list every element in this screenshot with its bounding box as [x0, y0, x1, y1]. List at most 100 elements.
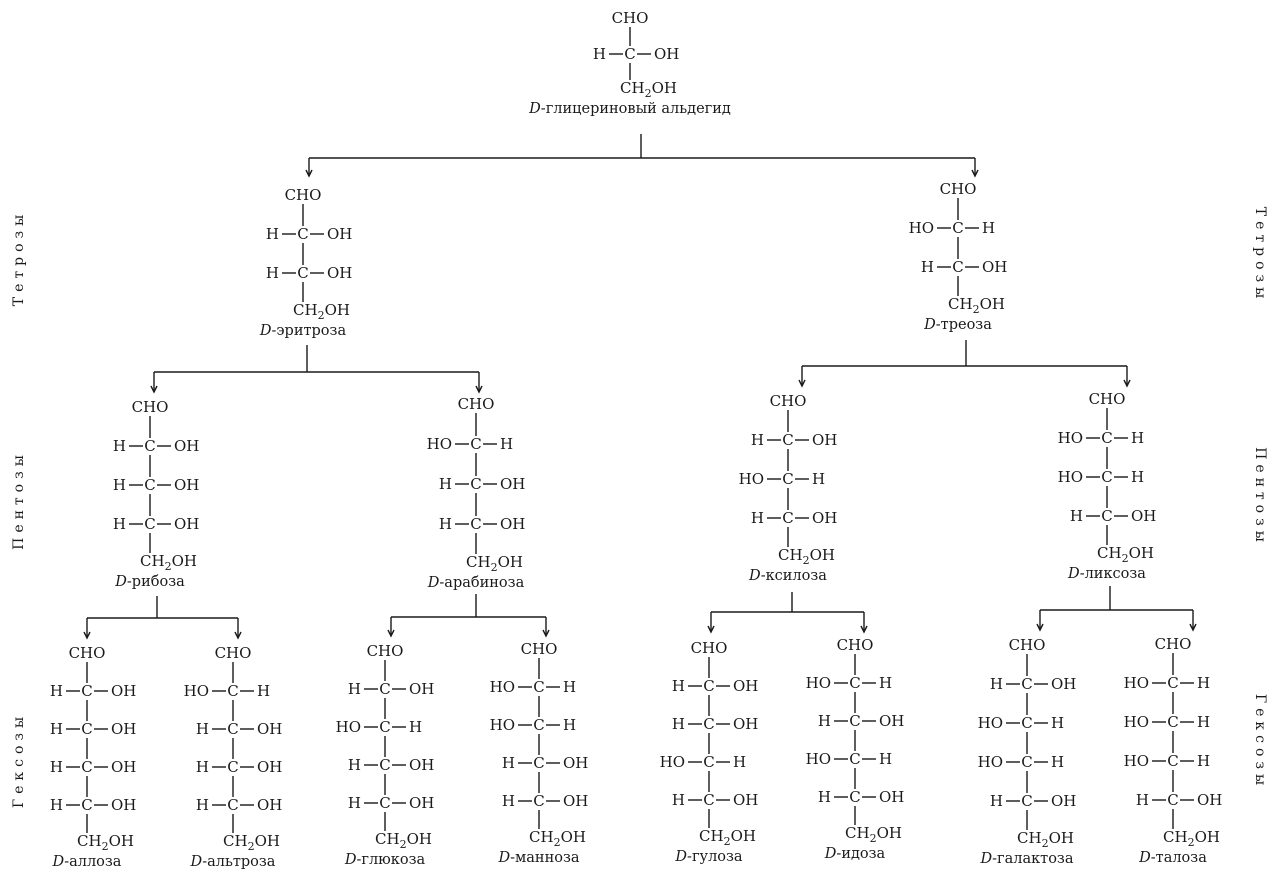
substituent-left: H: [266, 225, 279, 243]
carbon-atom: C: [227, 758, 238, 776]
side-label-hexoses-right: Гексозы: [1252, 694, 1268, 790]
carbon-atom: C: [144, 437, 155, 455]
substituent-right: OH: [111, 758, 136, 776]
carbon-atom: C: [849, 674, 860, 692]
substituent-left: H: [751, 431, 764, 449]
sugar-name: D-эритроза: [259, 323, 347, 339]
substituent-left: H: [266, 264, 279, 282]
substituent-right: OH: [174, 437, 199, 455]
substituent-right: H: [982, 219, 995, 237]
substituent-left: H: [348, 794, 361, 812]
substituent-left: H: [50, 796, 63, 814]
substituent-left: HO: [978, 714, 1003, 732]
carbon-atom: C: [533, 716, 544, 734]
carbon-atom: C: [227, 720, 238, 738]
carbon-atom: C: [470, 475, 481, 493]
substituent-left: H: [672, 715, 685, 733]
substituent-right: H: [1131, 429, 1144, 447]
sugar-name: D-глюкоза: [344, 852, 426, 868]
sugar-name: D-галактоза: [979, 851, 1073, 867]
branch-connector: [305, 134, 979, 178]
substituent-left: H: [50, 720, 63, 738]
substituent-right: OH: [111, 796, 136, 814]
substituent-right: OH: [563, 754, 588, 772]
substituent-right: OH: [812, 509, 837, 527]
substituent-left: HO: [1058, 468, 1083, 486]
carbon-atom: C: [782, 431, 793, 449]
branch-connector: [707, 592, 868, 634]
substituent-right: OH: [563, 792, 588, 810]
substituent-left: H: [113, 515, 126, 533]
hydroxymethyl-group: CH2OH: [845, 824, 902, 845]
carbon-atom: C: [1021, 792, 1032, 810]
sugar-name: D-арабиноза: [427, 575, 525, 591]
hydroxymethyl-group: CH2OH: [223, 832, 280, 853]
carbon-atom: C: [533, 792, 544, 810]
substituent-right: OH: [327, 225, 352, 243]
substituent-left: HO: [184, 682, 209, 700]
substituent-right: H: [563, 716, 576, 734]
side-label-tetroses-right: Тетрозы: [1252, 207, 1268, 304]
substituent-right: H: [409, 718, 422, 736]
hydroxymethyl-group: CH2OH: [1017, 829, 1074, 850]
substituent-right: OH: [1131, 507, 1156, 525]
hydroxymethyl-group: CH2OH: [948, 295, 1005, 316]
aldehyde-group: CHO: [458, 395, 495, 413]
substituent-right: H: [257, 682, 270, 700]
sugar-name: D-талоза: [1138, 850, 1207, 866]
substituent-left: H: [1070, 507, 1083, 525]
substituent-left: H: [751, 509, 764, 527]
aldehyde-group: CHO: [69, 644, 106, 662]
substituent-right: OH: [500, 515, 525, 533]
substituent-right: OH: [812, 431, 837, 449]
branch-connectors: [83, 134, 1197, 640]
sugar-name: D-рибоза: [114, 574, 185, 590]
substituent-right: OH: [327, 264, 352, 282]
aldehyde-group: CHO: [940, 180, 977, 198]
carbon-atom: C: [849, 750, 860, 768]
aldehyde-group: CHO: [215, 644, 252, 662]
substituent-right: H: [733, 753, 746, 771]
substituent-left: H: [990, 792, 1003, 810]
substituent-left: H: [113, 437, 126, 455]
substituent-right: H: [1051, 714, 1064, 732]
hydroxymethyl-group: CH2OH: [293, 301, 350, 322]
substituent-right: OH: [409, 756, 434, 774]
aldehyde-group: CHO: [837, 636, 874, 654]
substituent-right: OH: [111, 682, 136, 700]
hydroxymethyl-group: CH2OH: [1097, 544, 1154, 565]
substituent-left: H: [439, 475, 452, 493]
aldehyde-group: CHO: [612, 9, 649, 27]
substituent-right: H: [1051, 753, 1064, 771]
substituent-right: H: [563, 678, 576, 696]
substituent-left: H: [196, 796, 209, 814]
carbon-atom: C: [782, 470, 793, 488]
substituent-left: H: [50, 682, 63, 700]
substituent-right: OH: [257, 720, 282, 738]
hydroxymethyl-group: CH2OH: [529, 828, 586, 849]
substituent-right: OH: [733, 715, 758, 733]
substituent-left: HO: [490, 716, 515, 734]
carbon-atom: C: [703, 715, 714, 733]
aldehyde-group: CHO: [1155, 635, 1192, 653]
substituent-right: H: [1197, 674, 1210, 692]
substituent-right: H: [812, 470, 825, 488]
substituent-right: OH: [409, 794, 434, 812]
hydroxymethyl-group: CH2OH: [375, 830, 432, 851]
substituent-left: HO: [909, 219, 934, 237]
carbon-atom: C: [1101, 429, 1112, 447]
aldehyde-group: CHO: [691, 639, 728, 657]
carbon-atom: C: [1101, 468, 1112, 486]
substituent-left: HO: [660, 753, 685, 771]
substituent-right: H: [879, 750, 892, 768]
substituent-left: H: [818, 788, 831, 806]
carbon-atom: C: [624, 45, 635, 63]
carbon-atom: C: [703, 677, 714, 695]
